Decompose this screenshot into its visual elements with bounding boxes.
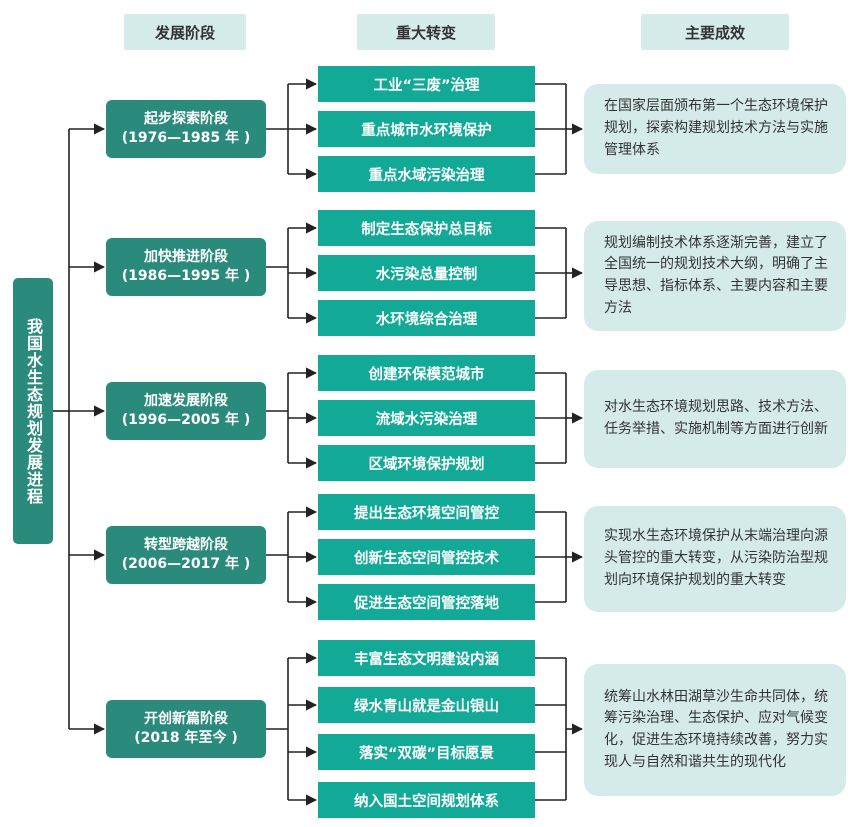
stage-box: 加快推进阶段 (1986—1995 年 ) [106, 238, 266, 296]
stage-period: (2018 年至今 ) [134, 730, 238, 746]
stage-box: 加速发展阶段 (1996—2005 年 ) [106, 382, 266, 440]
header-stage: 发展阶段 [124, 14, 246, 50]
change-box: 丰富生态文明建设内涵 [318, 640, 535, 676]
result-text: 在国家层面颁布第一个生态环境保护规划，探索构建规划技术方法与实施管理体系 [604, 98, 828, 158]
result-box: 规划编制技术体系逐渐完善，建立了全国统一的规划技术大纲，明确了主导思想、指标体系… [584, 221, 846, 331]
stage-period: (2006—2017 年 ) [121, 556, 251, 572]
change-box: 水环境综合治理 [318, 300, 535, 336]
stage-box: 开创新篇阶段 (2018 年至今 ) [106, 700, 266, 758]
result-box: 实现水生态环境保护从末端治理向源头管控的重大转变，从污染防治型规划向环境保护规划… [584, 506, 846, 612]
stage-name: 起步探索阶段 [144, 111, 228, 128]
change-box: 重点水域污染治理 [318, 156, 535, 192]
result-text: 规划编制技术体系逐渐完善，建立了全国统一的规划技术大纲，明确了主导思想、指标体系… [604, 234, 828, 316]
change-box: 流域水污染治理 [318, 400, 535, 436]
stage-name: 转型跨越阶段 [144, 537, 228, 554]
change-box: 提出生态环境空间管控 [318, 494, 535, 530]
stage-period: (1986—1995 年 ) [121, 268, 251, 284]
result-text: 统筹山水林田湖草沙生命共同体，统筹污染治理、生态保护、应对气候变化，促进生态环境… [604, 688, 828, 770]
change-box: 创新生态空间管控技术 [318, 539, 535, 575]
stage-name: 开创新篇阶段 [144, 711, 228, 728]
result-box: 在国家层面颁布第一个生态环境保护规划，探索构建规划技术方法与实施管理体系 [584, 84, 846, 174]
change-box: 创建环保模范城市 [318, 355, 535, 391]
change-box: 落实“双碳”目标愿景 [318, 734, 535, 770]
stage-box: 转型跨越阶段 (2006—2017 年 ) [106, 526, 266, 584]
root-title: 我国水生态规划发展进程 [13, 278, 53, 544]
change-box: 促进生态空间管控落地 [318, 584, 535, 620]
change-box: 制定生态保护总目标 [318, 210, 535, 246]
stage-name: 加速发展阶段 [144, 393, 228, 410]
change-box: 区域环境保护规划 [318, 445, 535, 481]
result-box: 统筹山水林田湖草沙生命共同体，统筹污染治理、生态保护、应对气候变化，促进生态环境… [584, 664, 846, 796]
result-text: 实现水生态环境保护从末端治理向源头管控的重大转变，从污染防治型规划向环境保护规划… [604, 528, 828, 588]
change-box: 水污染总量控制 [318, 255, 535, 291]
stage-period: (1996—2005 年 ) [121, 412, 251, 428]
header-result: 主要成效 [641, 14, 789, 50]
change-box: 纳入国土空间规划体系 [318, 782, 535, 818]
change-box: 重点城市水环境保护 [318, 111, 535, 147]
change-box: 绿水青山就是金山银山 [318, 687, 535, 723]
change-box: 工业“三废”治理 [318, 66, 535, 102]
stage-name: 加快推进阶段 [144, 249, 228, 266]
header-change: 重大转变 [357, 14, 495, 50]
result-text: 对水生态环境规划思路、技术方法、任务举措、实施机制等方面进行创新 [604, 399, 828, 437]
result-box: 对水生态环境规划思路、技术方法、任务举措、实施机制等方面进行创新 [584, 370, 846, 468]
stage-period: (1976—1985 年 ) [121, 130, 251, 146]
stage-box: 起步探索阶段 (1976—1985 年 ) [106, 100, 266, 158]
